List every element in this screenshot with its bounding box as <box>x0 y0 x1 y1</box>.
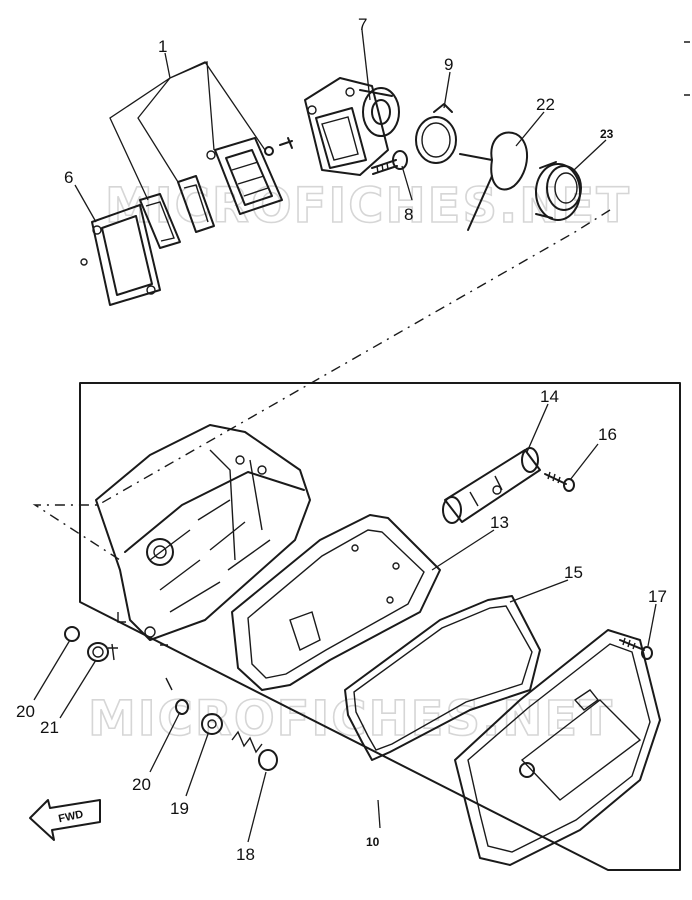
leader-17 <box>647 603 657 647</box>
leader-9 <box>443 71 451 109</box>
screw-17 <box>619 637 653 660</box>
callout-14: 14 <box>540 387 559 406</box>
screw-16 <box>544 471 575 492</box>
element-13 <box>231 514 441 691</box>
callout-20b: 20 <box>132 775 151 794</box>
leader-13 <box>431 529 495 571</box>
duct-14 <box>442 447 541 524</box>
aircleaner-case <box>95 424 311 641</box>
edge-marks <box>684 41 690 96</box>
spring-18 <box>231 730 278 771</box>
clamp-9 <box>415 103 457 164</box>
washer-19 <box>201 713 223 735</box>
callout-21: 21 <box>40 718 59 737</box>
reed-petals <box>139 175 215 249</box>
callout-23: 23 <box>600 127 614 141</box>
callout-19: 19 <box>170 799 189 818</box>
callout-13: 13 <box>490 513 509 532</box>
bolt-8 <box>371 150 408 175</box>
connection-line <box>32 209 611 561</box>
gasket-6 <box>80 204 161 306</box>
callout-7: 7 <box>358 15 367 34</box>
callout-6: 6 <box>64 168 73 187</box>
leader-20b <box>149 711 181 773</box>
callout-9: 9 <box>444 55 453 74</box>
leader-19 <box>185 733 209 797</box>
watermark-top: MICROFICHES.NET <box>105 178 631 234</box>
callout-15: 15 <box>564 563 583 582</box>
callout-17: 17 <box>648 587 667 606</box>
leader-8 <box>401 165 413 201</box>
leader-20a <box>33 639 71 701</box>
leader-21 <box>59 659 97 719</box>
cap-20a <box>64 626 80 642</box>
leader-10 <box>377 799 381 829</box>
spring-22 <box>459 131 529 231</box>
gasket-15 <box>344 595 541 761</box>
leader-6 <box>74 184 97 223</box>
callout-20a: 20 <box>16 702 35 721</box>
cap-20b <box>175 699 189 715</box>
reed-valve-1 <box>206 137 293 215</box>
callout-22: 22 <box>536 95 555 114</box>
leader-15 <box>509 579 569 603</box>
leader-1 <box>109 52 266 201</box>
callout-16: 16 <box>598 425 617 444</box>
bracket-marks <box>117 612 173 691</box>
callout-10: 10 <box>366 835 380 849</box>
leader-16 <box>569 443 599 481</box>
aircleaner-cover <box>454 629 661 866</box>
intake-manifold-7 <box>304 77 400 176</box>
leader-18 <box>247 771 267 843</box>
leader-7 <box>361 29 371 101</box>
leader-14 <box>526 403 549 453</box>
plug-21 <box>87 642 118 662</box>
leader-23 <box>573 139 607 171</box>
callout-18: 18 <box>236 845 255 864</box>
fwd-label: FWD <box>57 808 84 825</box>
aircleaner-border-10 <box>79 382 681 871</box>
leader-22 <box>515 111 545 147</box>
callout-1: 1 <box>158 37 167 56</box>
joint-23 <box>535 161 582 221</box>
fwd-arrow: FWD <box>29 799 101 841</box>
callout-8: 8 <box>404 205 413 224</box>
